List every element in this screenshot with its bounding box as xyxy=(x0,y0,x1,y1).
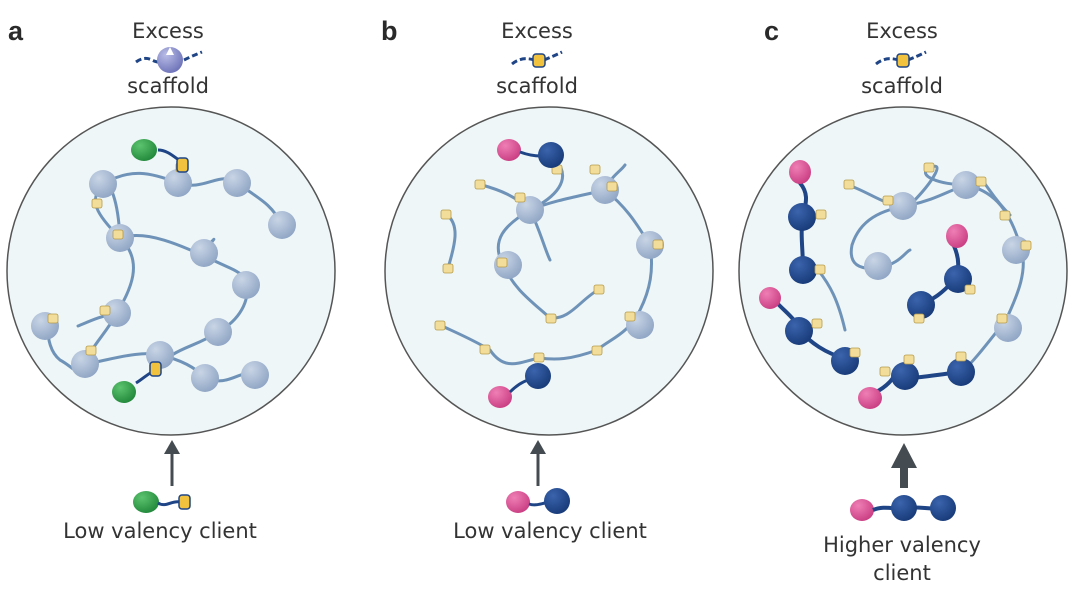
panel-a-top-label-line1: Excess xyxy=(132,19,204,43)
droplet-b-clients xyxy=(488,139,564,408)
droplet-a-clients xyxy=(112,139,189,403)
panel-a-client-icon xyxy=(133,491,191,513)
droplet-c-small-stickers xyxy=(811,162,1032,377)
droplet-c xyxy=(738,106,1068,436)
panel-c-scaffold-legend-icon xyxy=(875,50,927,68)
panel-letter-b: b xyxy=(381,16,398,46)
droplet-c-pink-clients xyxy=(759,160,968,409)
panel-b-top-label-line1: Excess xyxy=(501,19,573,43)
panel-letter-c: c xyxy=(764,16,779,46)
panel-a-scaffold-legend-icon xyxy=(135,47,203,73)
panel-b-client-icon xyxy=(506,488,570,514)
droplet-b-small-stickers xyxy=(434,164,664,363)
panel-c-top-label-line2: scaffold xyxy=(861,74,943,98)
panel-c: c Excess scaffold xyxy=(738,16,1068,585)
panel-c-bottom-label-line2: client xyxy=(873,561,931,585)
panel-letter-a: a xyxy=(8,16,24,46)
panel-b-top-label-line2: scaffold xyxy=(496,74,578,98)
panel-c-client-icon xyxy=(850,495,956,521)
panel-a-bottom-label: Low valency client xyxy=(63,519,257,543)
panel-c-arrow xyxy=(891,443,917,488)
panel-a-top-label-line2: scaffold xyxy=(127,74,209,98)
panel-b-arrow xyxy=(530,440,546,486)
droplet-a-stickers xyxy=(31,169,296,392)
panel-a-arrow xyxy=(164,440,180,486)
panel-b: b Excess scaffold xyxy=(381,16,714,543)
panel-b-scaffold-legend-icon xyxy=(511,50,563,68)
droplet-b xyxy=(384,106,714,436)
panel-c-top-label-line1: Excess xyxy=(866,19,938,43)
panel-b-bottom-label: Low valency client xyxy=(453,519,647,543)
panel-c-bottom-label-line1: Higher valency xyxy=(823,533,981,557)
droplet-a-small-stickers xyxy=(47,162,187,356)
panel-a: a Excess scaffold xyxy=(6,16,336,543)
